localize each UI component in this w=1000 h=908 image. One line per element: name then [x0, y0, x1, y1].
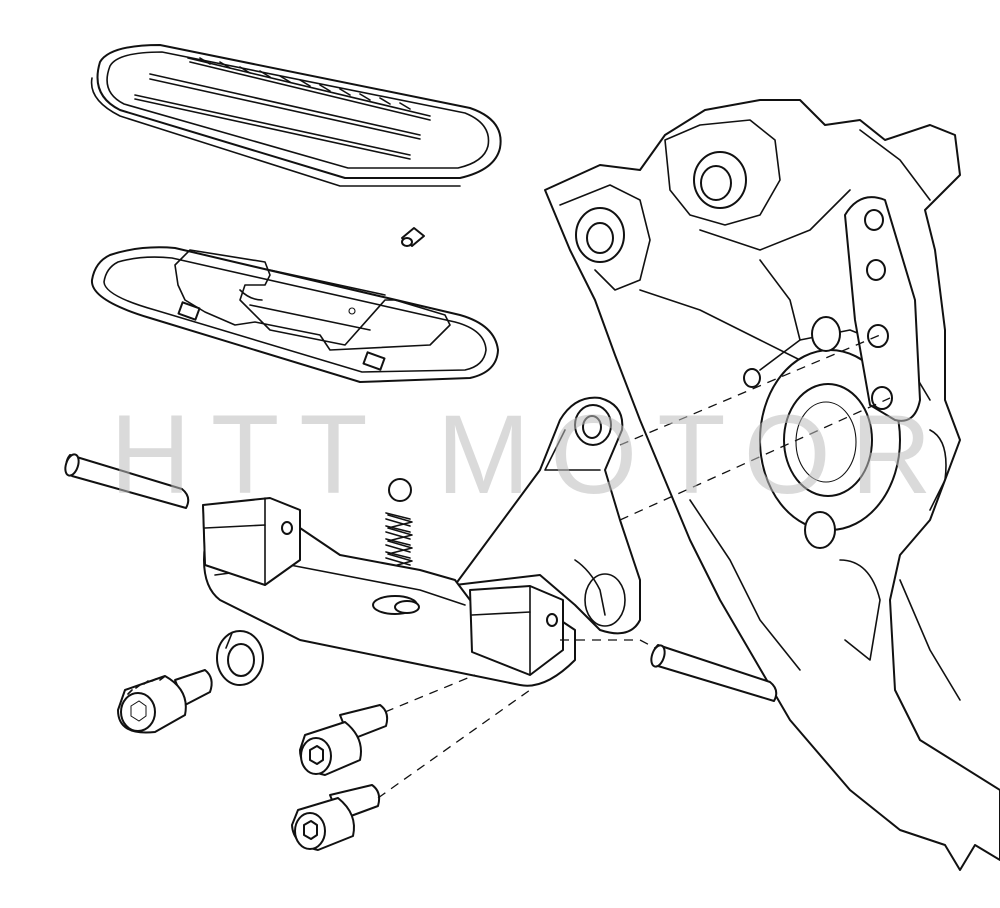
socket-head-cap-screw	[117, 669, 213, 734]
detent-spring	[385, 512, 413, 568]
lock-washer	[216, 630, 264, 686]
footboard-pad	[90, 44, 502, 187]
detent-ball	[388, 478, 412, 502]
shoulder-bolt-upper	[299, 704, 389, 776]
shoulder-bolt-lower	[291, 784, 381, 851]
set-screw	[401, 227, 425, 247]
footboard-pan	[90, 246, 499, 383]
mount-bracket	[202, 396, 641, 687]
pivot-pin-right	[650, 644, 778, 702]
pivot-pin-left	[64, 453, 190, 509]
frame-mount-casting	[544, 99, 1000, 871]
assembly-center-lines	[377, 334, 891, 799]
